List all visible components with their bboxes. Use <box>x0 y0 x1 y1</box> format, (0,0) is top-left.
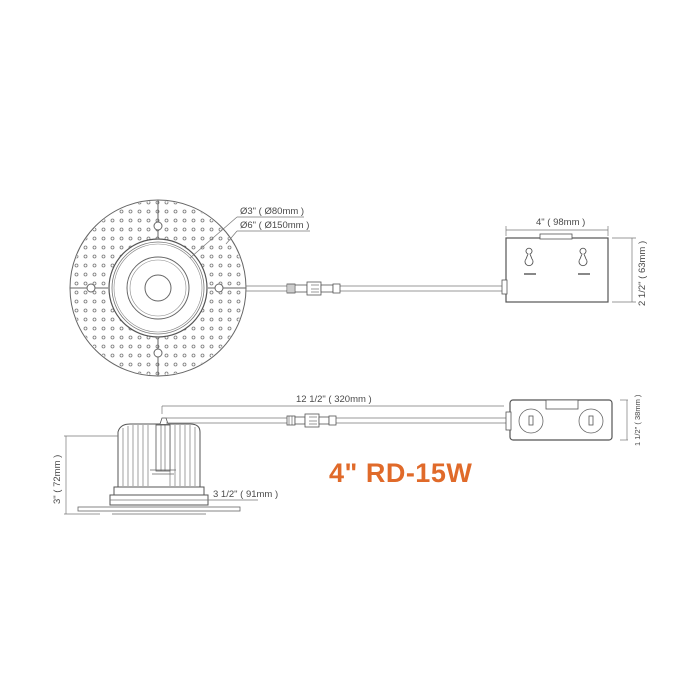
side-box-height-dimension <box>620 399 628 441</box>
cutout-label: 3 1/2" ( 91mm ) <box>213 489 278 500</box>
fixture-height-dimension <box>64 435 118 515</box>
side-cable <box>161 405 510 428</box>
product-title: 4" RD-15W <box>329 458 473 488</box>
knockout-icon <box>578 408 604 434</box>
top-box-dimensions <box>505 226 636 303</box>
top-cable <box>246 281 506 296</box>
top-box-height-label: 2 1/2" ( 63mm ) <box>637 241 648 306</box>
knockout-icon <box>518 408 544 434</box>
side-box-height-label: 1 1/2" ( 38mm ) <box>633 394 642 446</box>
fixture-height-label: 3" ( 72mm ) <box>52 455 63 504</box>
top-view-fixture <box>69 199 247 377</box>
cable-length-label: 12 1/2" ( 320mm ) <box>296 394 372 405</box>
side-junction-box <box>505 399 613 441</box>
keyhole-icon <box>578 247 590 275</box>
top-junction-box <box>501 233 609 303</box>
top-box-width-label: 4" ( 98mm ) <box>536 217 585 228</box>
keyhole-icon <box>524 247 536 275</box>
outer-diameter-label: Ø6" ( Ø150mm ) <box>240 220 309 231</box>
inner-diameter-label: Ø3" ( Ø80mm ) <box>240 206 304 217</box>
diameter-leaders <box>189 216 310 259</box>
